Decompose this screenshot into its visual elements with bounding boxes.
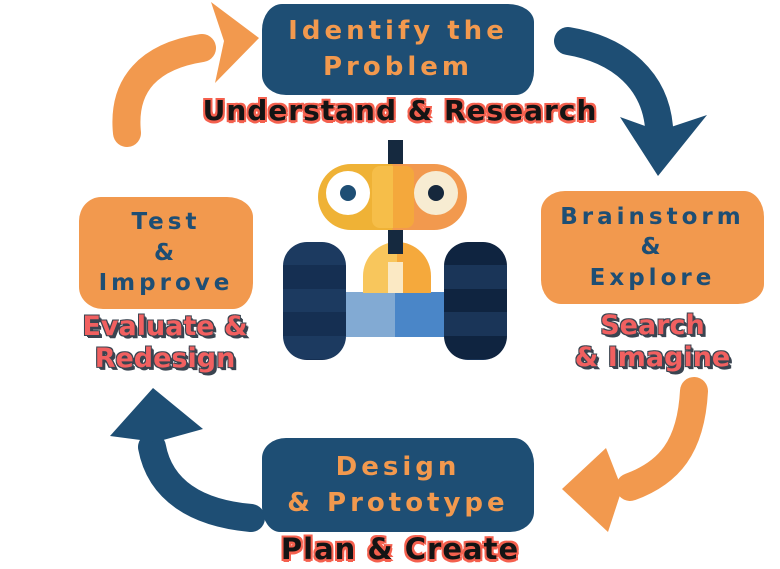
robot-pupil-right — [428, 185, 444, 201]
stage-title-line: & — [640, 234, 665, 261]
curved-arrow-up-icon — [110, 388, 265, 532]
stage-title-line: Improve — [98, 270, 234, 297]
robot-pupil-left — [340, 185, 356, 201]
stage-caption-test: Evaluate & Redesign — [35, 311, 295, 375]
stage-box-brainstorm-and-explore: Brainstorm & Explore — [541, 191, 764, 304]
caption-line: Understand & Research — [202, 94, 598, 127]
robot-wheel-right — [444, 242, 507, 360]
curved-arrow-left-icon — [562, 377, 708, 532]
curved-arrow-down-icon — [554, 27, 707, 176]
robot-wheel-left — [283, 242, 346, 360]
stage-caption-brainstorm: Search & Imagine — [540, 310, 765, 374]
robot-head-band — [372, 166, 414, 228]
robot-axle — [346, 292, 444, 337]
stage-box-test-and-improve: Test & Improve — [79, 197, 253, 309]
stage-title-line: Test — [131, 209, 201, 236]
robot-eye-right — [414, 171, 458, 215]
robot-eye-left — [326, 171, 370, 215]
caption-line: Redesign — [94, 342, 236, 374]
stage-title-line: Brainstorm — [560, 203, 745, 230]
curved-arrow-right-icon — [112, 2, 259, 147]
caption-line: & Imagine — [574, 341, 731, 373]
caption-line: Search — [600, 310, 705, 341]
robot-neck — [388, 228, 403, 254]
stage-title-line: Problem — [323, 51, 473, 82]
stage-caption-design: Plan & Create — [190, 532, 610, 566]
stage-box-identify-the-problem: Identify the Problem — [262, 4, 534, 95]
stage-title-line: Identify the — [288, 16, 508, 47]
stage-title-line: Explore — [589, 264, 716, 291]
stage-box-design-and-prototype: Design & Prototype — [262, 438, 534, 532]
stage-title-line: & — [153, 239, 179, 266]
stage-title-line: Design — [335, 451, 461, 482]
robot-body-slot — [388, 262, 403, 293]
stage-caption-identify: Understand & Research — [140, 94, 660, 127]
caption-line: Plan & Create — [280, 532, 520, 566]
robot-antenna — [388, 140, 403, 170]
stage-title-line: & Prototype — [287, 488, 509, 518]
robot-rover-icon — [283, 140, 507, 360]
caption-line: Evaluate & — [82, 311, 248, 342]
